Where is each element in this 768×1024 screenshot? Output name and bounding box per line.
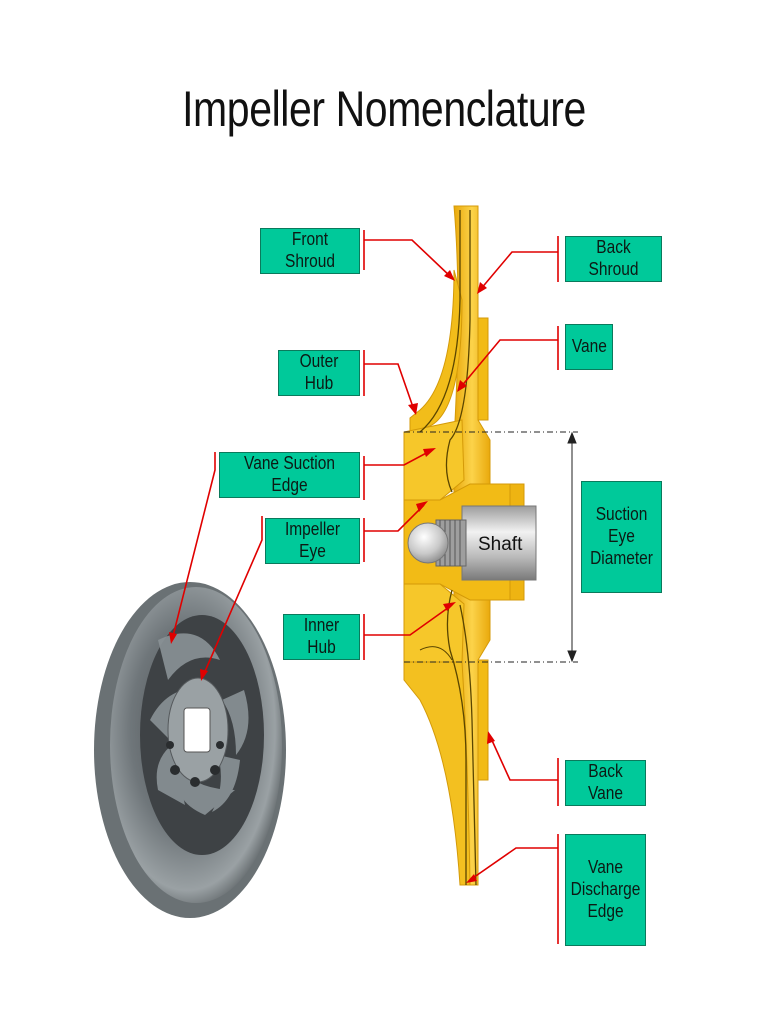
label-vane: Vane — [565, 324, 613, 370]
slide-title: Impeller Nomenclature — [182, 81, 586, 137]
label-inner-hub: Inner Hub — [283, 614, 360, 660]
label-back-shroud: Back Shroud — [565, 236, 662, 282]
outer-hub-block — [403, 419, 465, 501]
label-suction-eye-diameter: Suction Eye Diameter — [581, 481, 662, 593]
leader-lines — [169, 230, 559, 944]
lower-vane-section — [403, 661, 471, 886]
label-back-vane: Back Vane — [565, 760, 646, 806]
shaft-label: Shaft — [478, 534, 523, 555]
label-outer-hub: Outer Hub — [278, 350, 360, 396]
label-impeller-eye: Impeller Eye — [265, 518, 360, 564]
label-vane-discharge-edge: Vane Discharge Edge — [565, 834, 646, 946]
label-vane-suction-edge: Vane Suction Edge — [219, 452, 360, 498]
suction-eye-dimension — [404, 431, 578, 663]
front-shroud — [409, 269, 463, 433]
label-front-shroud: Front Shroud — [260, 228, 360, 274]
impeller-photo — [94, 582, 286, 918]
shaft: Shaft — [407, 505, 537, 581]
